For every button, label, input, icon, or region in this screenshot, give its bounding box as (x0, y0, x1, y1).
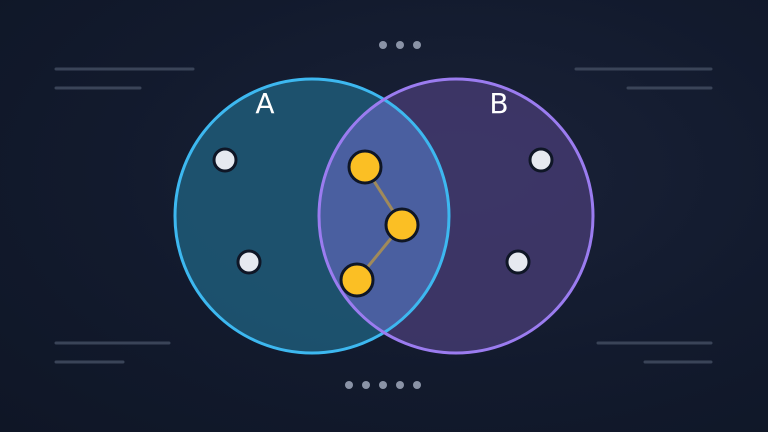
decor-dot (345, 381, 353, 389)
node-shared[interactable] (339, 262, 375, 298)
shared-nodes (339, 149, 420, 298)
set-b-only-nodes (505, 147, 554, 275)
set-b-label: B (489, 87, 508, 120)
decor-dot (396, 41, 404, 49)
set-b-circle[interactable] (317, 77, 595, 355)
node-a-only[interactable] (236, 249, 262, 275)
decor-dot (379, 381, 387, 389)
decor-dot (362, 381, 370, 389)
set-a-only-nodes (212, 147, 262, 275)
node-shared[interactable] (384, 207, 420, 243)
node-shared[interactable] (347, 149, 383, 185)
intersection-region (319, 79, 449, 353)
node-b-only[interactable] (505, 249, 531, 275)
node-a-only[interactable] (212, 147, 238, 173)
node-b-only[interactable] (528, 147, 554, 173)
bottom-dots (345, 381, 421, 389)
set-a-label: A (255, 87, 274, 120)
decor-dot (413, 381, 421, 389)
decor-dot (413, 41, 421, 49)
decor-lines (54, 67, 713, 364)
set-a-circle[interactable] (173, 77, 451, 355)
top-dots (379, 41, 421, 49)
decor-dot (396, 381, 404, 389)
decor-dot (379, 41, 387, 49)
